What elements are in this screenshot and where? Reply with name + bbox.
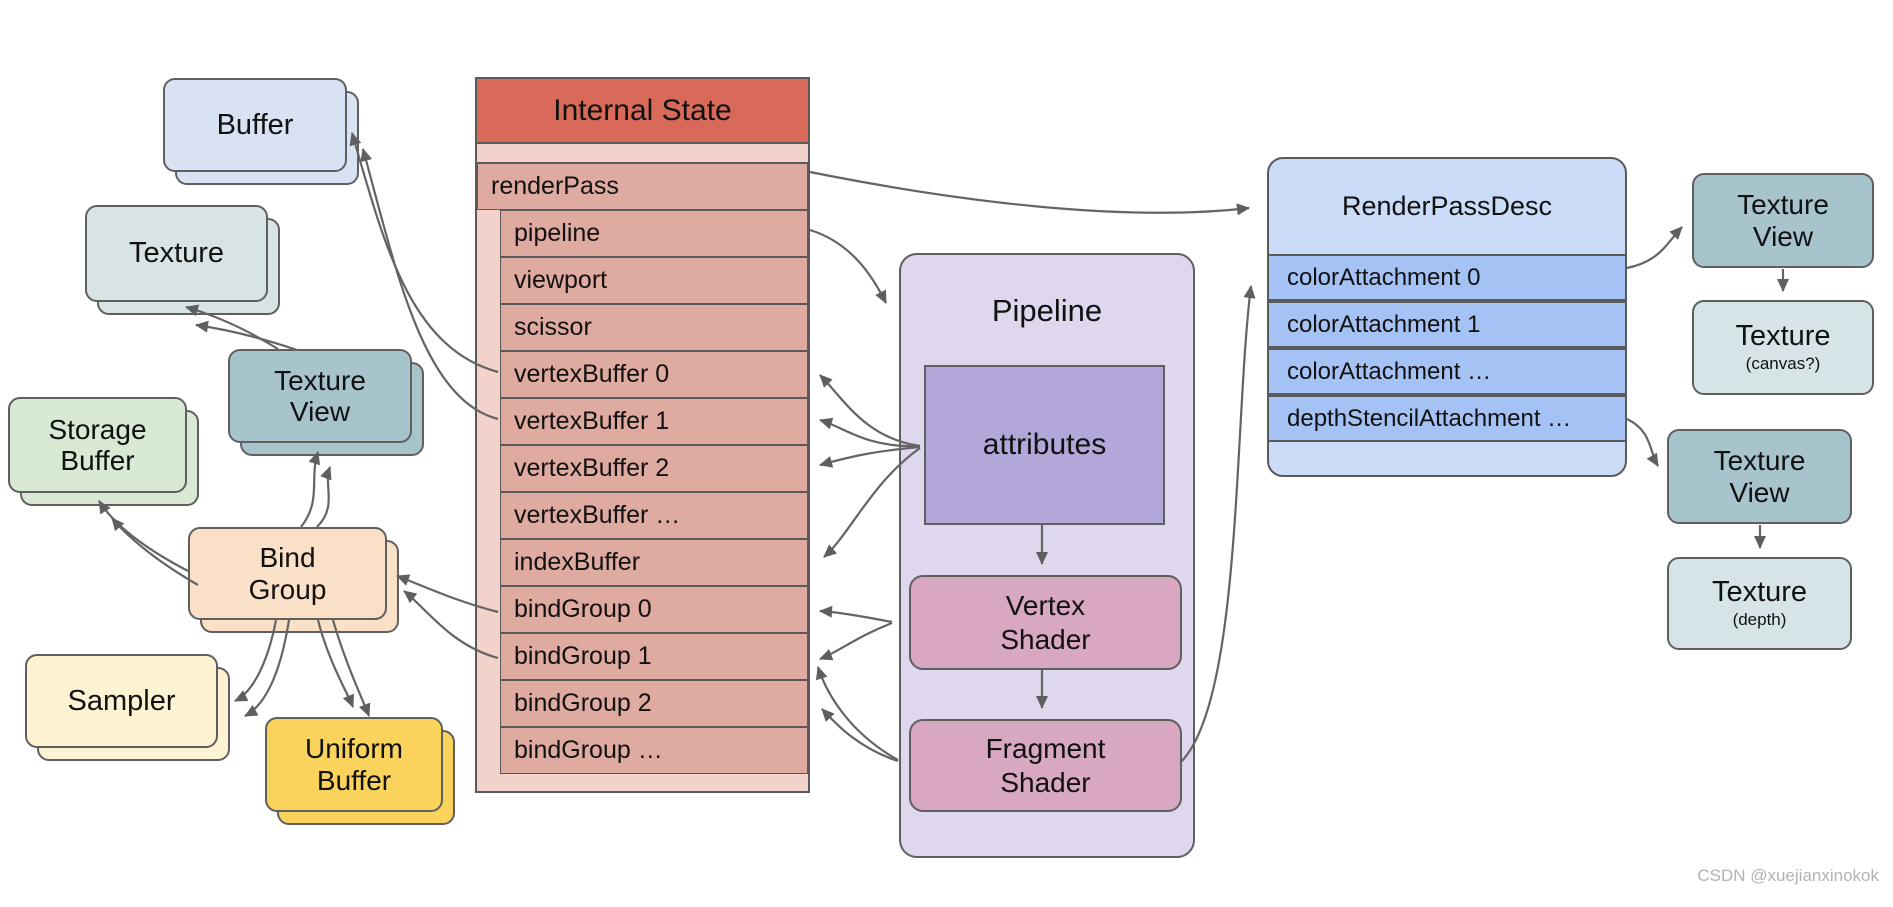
fragment-shader-label-line2: Shader [1000,766,1091,798]
row-viewport: viewport [500,257,808,304]
bind-group-box: Bind Group [188,527,399,633]
row-scissor: scissor [500,304,808,351]
row-pipeline: pipeline [500,210,808,257]
row-colorattachment-more: colorAttachment … [1269,348,1625,395]
row-renderpass: renderPass [477,163,808,210]
bind-group-label-line2: Group [248,573,327,605]
texture-view-label-line2: View [289,396,351,427]
texture-view-color-label-line1: Texture [1737,189,1829,221]
texture-depth-sublabel: (depth) [1732,609,1787,629]
texture-canvas-box: Texture (canvas?) [1692,300,1874,395]
texture-view-depth-label-line1: Texture [1713,445,1806,477]
texture-canvas-sublabel: (canvas?) [1745,353,1821,373]
uniform-buffer-label-line1: Uniform [304,733,403,765]
vertex-shader-label-line2: Shader [1000,623,1091,655]
texture-view-depth-label-line2: View [1729,476,1790,508]
internal-state-title: Internal State [477,79,808,144]
vertex-shader-label-line1: Vertex [1005,589,1086,621]
buffer-box: Buffer [163,78,359,185]
row-colorattachment-0: colorAttachment 0 [1269,254,1625,301]
attributes-label: attributes [982,428,1107,461]
texture-label: Texture [128,237,225,270]
watermark: CSDN @xuejianxinokok [1697,866,1879,885]
pipeline-box: Pipeline attributes Vertex Shader Fragme… [899,253,1195,858]
texture-view-box: Texture View [228,349,424,456]
pipeline-title: Pipeline [991,293,1103,328]
texture-view-depth-box: Texture View [1667,429,1852,524]
texture-view-label-line1: Texture [274,364,366,396]
sampler-label: Sampler [67,684,176,717]
row-bindgroup-more: bindGroup … [500,727,808,774]
storage-buffer-label-line2: Buffer [60,445,135,476]
bind-group-label-line1: Bind [259,542,316,574]
vertex-shader-box: Vertex Shader [909,575,1182,670]
row-vertexbuffer-1: vertexBuffer 1 [500,398,808,445]
texture-depth-label: Texture [1711,576,1808,609]
texture-depth-box: Texture (depth) [1667,557,1852,650]
uniform-buffer-box: Uniform Buffer [265,717,455,825]
attributes-box: attributes [924,365,1165,525]
render-pass-desc-title: RenderPassDesc [1341,191,1553,221]
row-vertexbuffer-more: vertexBuffer … [500,492,808,539]
row-vertexbuffer-2: vertexBuffer 2 [500,445,808,492]
fragment-shader-label-line1: Fragment [985,732,1106,764]
uniform-buffer-label-line2: Buffer [316,764,392,796]
row-indexbuffer: indexBuffer [500,539,808,586]
row-bindgroup-1: bindGroup 1 [500,633,808,680]
storage-buffer-label-line1: Storage [48,413,147,445]
texture-canvas-label: Texture [1735,320,1831,353]
internal-state-table: Internal State renderPass pipeline viewp… [475,77,810,793]
row-bindgroup-0: bindGroup 0 [500,586,808,633]
storage-buffer-box: Storage Buffer [8,397,199,506]
fragment-shader-box: Fragment Shader [909,719,1182,812]
internal-state-spacer [477,144,808,163]
render-pass-desc-table: RenderPassDesc colorAttachment 0 colorAt… [1267,157,1627,477]
texture-view-color-box: Texture View [1692,173,1874,268]
buffer-label: Buffer [216,108,294,141]
row-colorattachment-1: colorAttachment 1 [1269,301,1625,348]
row-bindgroup-2: bindGroup 2 [500,680,808,727]
texture-view-color-label-line2: View [1752,220,1814,252]
row-depthstencilattachment: depthStencilAttachment … [1269,395,1625,442]
sampler-box: Sampler [25,654,230,761]
texture-box: Texture [85,205,280,315]
row-vertexbuffer-0: vertexBuffer 0 [500,351,808,398]
